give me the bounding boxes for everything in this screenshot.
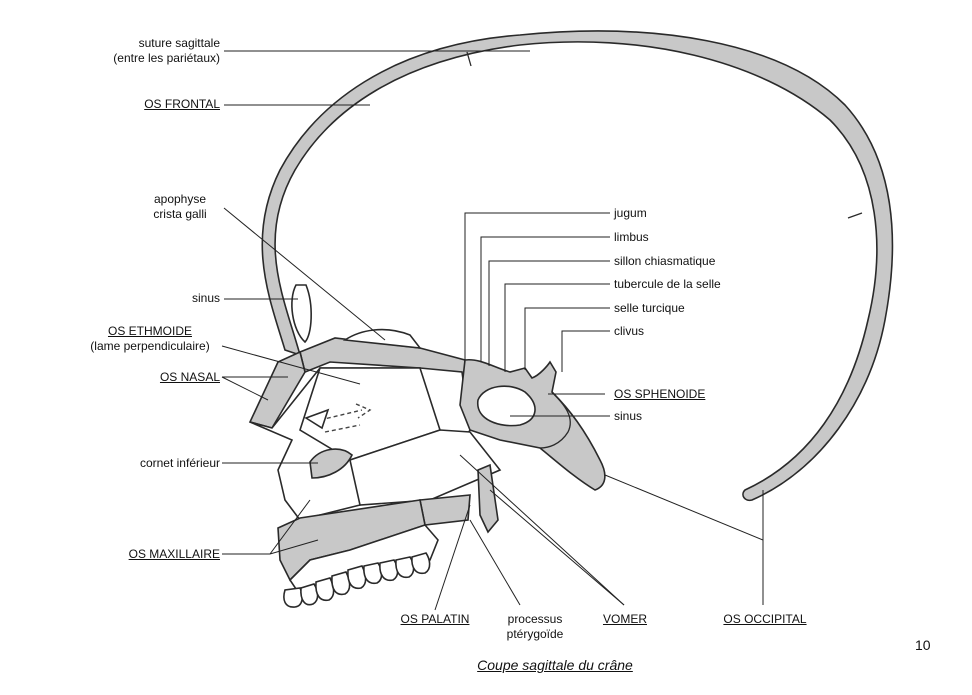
cranial-vault <box>261 30 894 502</box>
airflow-arrow-1 <box>319 409 363 421</box>
label-suture-sagittale-line1: suture sagittale <box>138 36 220 50</box>
lambdoid-suture-mark <box>847 212 863 219</box>
airflow-arrow-2 <box>324 424 361 433</box>
frontal-sinus <box>291 284 312 344</box>
label-os-nasal: OS NASAL <box>159 370 220 384</box>
label-processus-pterygoide: processus ptérygoïde <box>495 612 575 642</box>
sagittal-suture-mark <box>466 51 472 67</box>
label-cornet-inferieur: cornet inférieur <box>139 456 220 470</box>
leader-lines <box>221 50 764 611</box>
label-sinus-frontal: sinus <box>191 291 220 305</box>
label-os-ethmoide-sub: (lame perpendiculaire) <box>90 339 210 353</box>
label-os-frontal: OS FRONTAL <box>144 97 220 111</box>
nasal-bone <box>248 350 306 429</box>
page-number: 10 <box>915 637 931 653</box>
label-os-maxillaire: OS MAXILLAIRE <box>128 547 220 561</box>
label-os-ethmoide: OS ETHMOIDE (lame perpendiculaire) <box>76 324 224 354</box>
teeth <box>283 552 431 608</box>
nasal-septum-tip <box>304 408 330 430</box>
label-sinus-sphenoide: sinus <box>614 409 643 423</box>
label-processus: processus <box>507 612 563 626</box>
label-selle-turcique: selle turcique <box>614 301 685 315</box>
label-crista-galli: crista galli <box>153 207 207 221</box>
label-apophyse: apophyse <box>153 192 207 206</box>
label-suture-sagittale-line2: (entre les pariétaux) <box>113 51 220 65</box>
label-suture-sagittale: suture sagittale (entre les pariétaux) <box>60 36 220 66</box>
clivus-edge <box>539 391 571 449</box>
airflow-arrow-head <box>355 403 372 419</box>
label-jugum: jugum <box>614 206 647 220</box>
label-pterygoide: ptérygoïde <box>506 627 564 641</box>
crista-galli <box>342 328 422 349</box>
pterygoid-process <box>477 463 499 534</box>
label-sillon-chiasmatique: sillon chiasmatique <box>614 254 716 268</box>
label-apophyse-crista-galli: apophyse crista galli <box>140 192 220 222</box>
inferior-turbinate <box>309 448 353 479</box>
label-os-palatin: OS PALATIN <box>400 612 470 626</box>
figure-caption: Coupe sagittale du crâne <box>477 657 633 673</box>
palatine-bone <box>419 494 471 526</box>
label-os-occipital: OS OCCIPITAL <box>723 612 807 626</box>
vomer-shape <box>349 429 502 506</box>
label-vomer: VOMER <box>602 612 647 626</box>
label-os-sphenoide: OS SPHENOIDE <box>614 387 706 401</box>
label-clivus: clivus <box>614 324 645 338</box>
label-tubercule-selle: tubercule de la selle <box>614 277 721 291</box>
label-limbus: limbus <box>614 230 649 244</box>
label-os-ethmoide-name: OS ETHMOIDE <box>107 324 192 338</box>
